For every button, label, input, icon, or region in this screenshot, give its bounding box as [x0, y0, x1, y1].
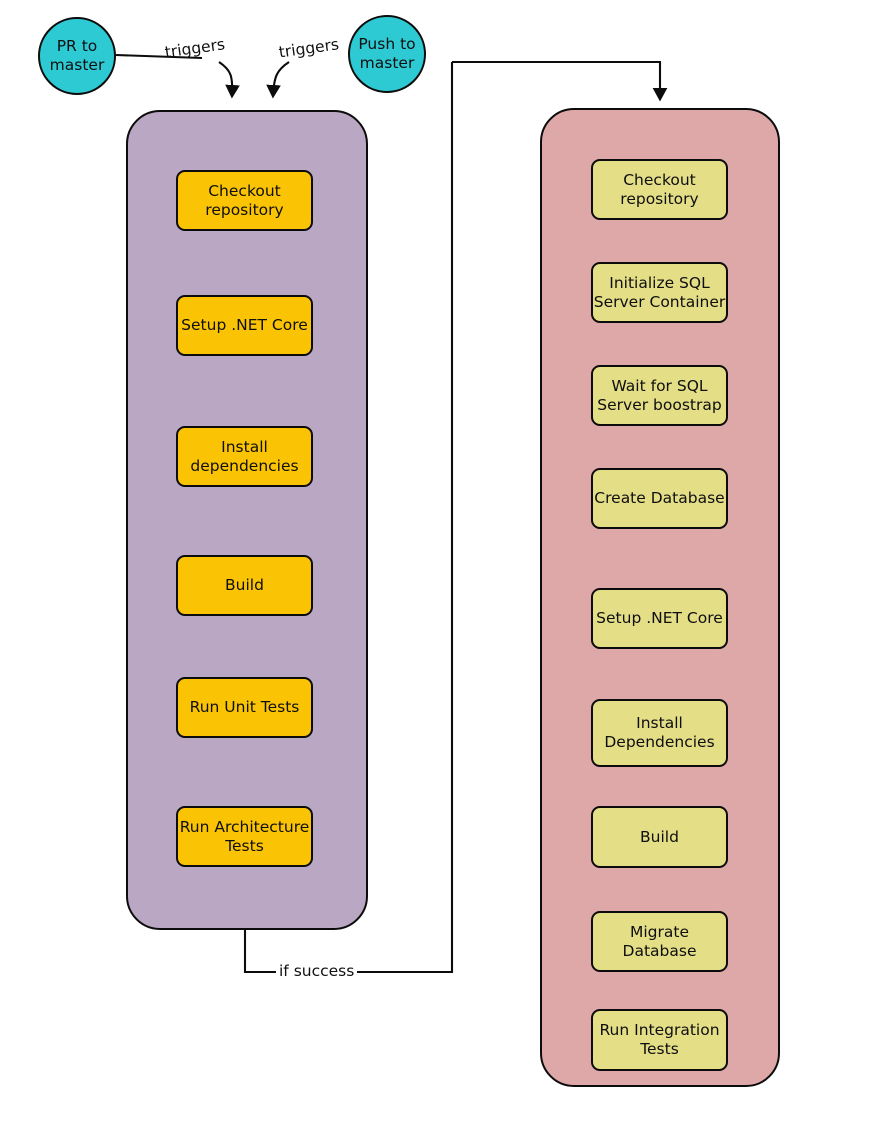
step-run-unit-tests[interactable]: Run Unit Tests	[176, 677, 313, 738]
edge-label-if-success: if success	[276, 962, 358, 980]
edge-pr-to-build	[115, 53, 203, 60]
step-checkout-repository[interactable]: Checkout repository	[176, 170, 313, 231]
step-int-build[interactable]: Build	[591, 806, 728, 868]
edge-push-to-build-curve	[266, 61, 290, 99]
step-setup-dotnet-core[interactable]: Setup .NET Core	[176, 295, 313, 356]
step-int-setup-dotnet-core[interactable]: Setup .NET Core	[591, 588, 728, 649]
trigger-pr-to-master[interactable]: PR to master	[38, 17, 116, 95]
edge-pr-to-build-curve	[218, 61, 240, 99]
edge-push-to-integration	[452, 60, 668, 102]
step-int-initialize-sql-server-container[interactable]: Initialize SQL Server Container	[591, 262, 728, 323]
step-int-install-dependencies[interactable]: Install Dependencies	[591, 699, 728, 767]
step-int-migrate-database[interactable]: Migrate Database	[591, 911, 728, 972]
step-build[interactable]: Build	[176, 555, 313, 616]
step-int-create-database[interactable]: Create Database	[591, 468, 728, 529]
step-int-checkout-repository[interactable]: Checkout repository	[591, 159, 728, 220]
trigger-push-to-master[interactable]: Push to master	[348, 15, 426, 93]
step-run-architecture-tests[interactable]: Run Architecture Tests	[176, 806, 313, 867]
step-int-wait-for-sql-server-boostrap[interactable]: Wait for SQL Server boostrap	[591, 365, 728, 426]
step-install-dependencies[interactable]: Install dependencies	[176, 426, 313, 487]
step-int-run-integration-tests[interactable]: Run Integration Tests	[591, 1009, 728, 1071]
